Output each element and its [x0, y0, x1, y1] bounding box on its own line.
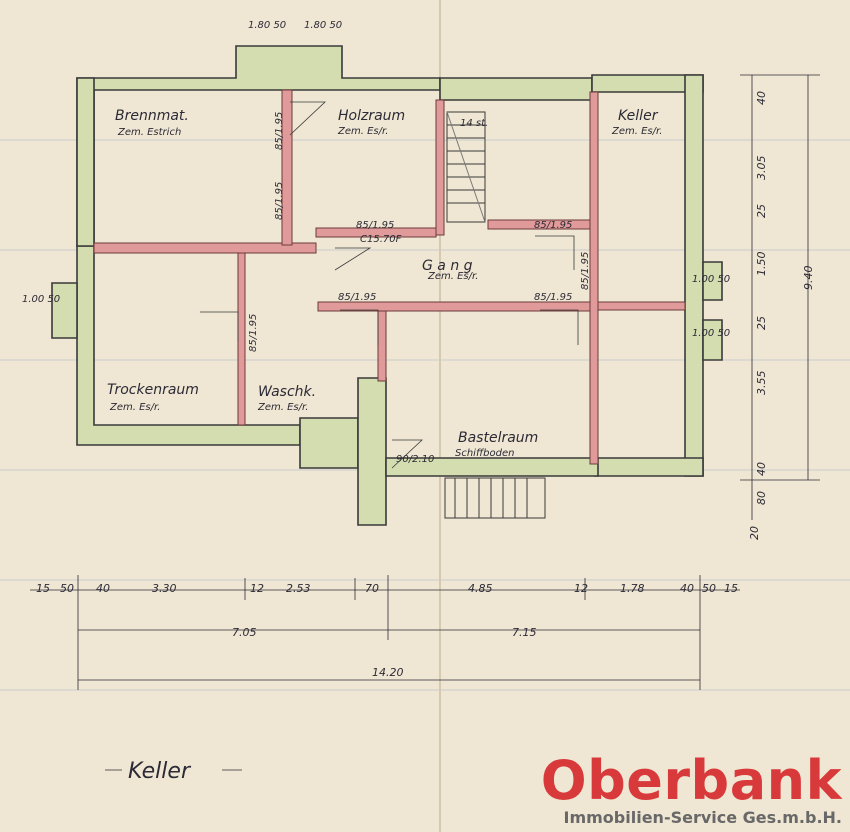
dim-label: 7.05 [232, 626, 257, 639]
dims-bottom-row1: 15 50 40 3.30 12 2.53 70 4.85 12 1.78 40… [36, 582, 738, 595]
dim-label: 25 [755, 204, 768, 218]
door-label: C15.70F [360, 234, 402, 245]
dim-label: 3.30 [152, 582, 177, 595]
dims-right: 40 3.05 25 1.50 25 3.55 40 9.40 80 20 [748, 91, 815, 540]
door-label: 85/1.95 [356, 220, 394, 231]
room-waschk-floor: Zem. Es/r. [257, 402, 308, 413]
dim-label: 50 [702, 582, 716, 595]
dim-label: 40 [96, 582, 110, 595]
dim-label: 12 [574, 582, 588, 595]
dim-label: 3.05 [755, 156, 768, 181]
dim-label: 3.55 [755, 371, 768, 396]
room-holzraum: Holzraum [338, 108, 405, 124]
door-label: 85/1.95 [274, 182, 285, 220]
partition-walls [93, 89, 686, 465]
room-gang: G a n g [422, 258, 473, 274]
logo-subtitle: Immobilien-Service Ges.m.b.H. [563, 808, 843, 827]
stairs [444, 111, 546, 519]
room-brennmat-floor: Zem. Estrich [117, 127, 181, 138]
dim-label: 2.53 [286, 582, 311, 595]
company-logo: Oberbank Immobilien-Service Ges.m.b.H. [541, 754, 842, 828]
dimension-lines-bottom [30, 575, 740, 690]
door-label: 85/1.95 [580, 252, 591, 290]
dim-total: 14.20 [372, 666, 404, 679]
door-label: 90/2.10 [396, 454, 434, 465]
room-trockenraum-floor: Zem. Es/r. [109, 402, 160, 413]
stair-label: 14 st. [460, 118, 488, 129]
dim-label: 15 [36, 582, 50, 595]
dim-label: 40 [755, 462, 768, 476]
plan-title: Keller [128, 759, 192, 784]
dim-label: 1.78 [620, 582, 645, 595]
room-bastelraum-floor: Schiffboden [455, 448, 514, 459]
dim-label: 40 [755, 91, 768, 105]
door-label: 85/1.95 [274, 112, 285, 150]
door-label: 85/1.95 [338, 292, 376, 303]
window-label: 1.00 50 [692, 274, 730, 285]
dim-label: 12 [250, 582, 264, 595]
room-brennmat: Brennmat. [115, 108, 189, 124]
window-label: 1.00 50 [22, 294, 60, 305]
door-label: 85/1.95 [248, 314, 259, 352]
dim-label: 1.50 [755, 252, 768, 277]
room-holzraum-floor: Zem. Es/r. [337, 126, 388, 137]
window-label: 1.80 50 [304, 20, 342, 31]
logo-name: Oberbank [540, 749, 842, 812]
window-label: 1.00 50 [692, 328, 730, 339]
room-gang-floor: Zem. Es/r. [427, 271, 478, 282]
window-label: 1.80 50 [248, 20, 286, 31]
door-label: 85/1.95 [534, 220, 572, 231]
dim-label: 80 [755, 491, 768, 505]
dim-label: 20 [748, 526, 761, 540]
dim-total-right: 9.40 [802, 266, 815, 291]
dim-label: 40 [680, 582, 694, 595]
room-keller-floor: Zem. Es/r. [611, 126, 662, 137]
room-keller: Keller [618, 108, 659, 124]
dimension-lines-right [740, 74, 820, 520]
dim-label: 25 [755, 316, 768, 330]
dim-label: 7.15 [512, 626, 537, 639]
dim-label: 15 [724, 582, 738, 595]
room-bastelraum: Bastelraum [458, 430, 538, 446]
door-label: 85/1.95 [534, 292, 572, 303]
room-waschk: Waschk. [258, 384, 316, 400]
room-trockenraum: Trockenraum [107, 382, 199, 398]
dim-label: 70 [365, 582, 379, 595]
door-swings [200, 101, 579, 469]
dim-label: 4.85 [468, 582, 493, 595]
exterior-walls [51, 45, 723, 526]
dim-label: 50 [60, 582, 74, 595]
